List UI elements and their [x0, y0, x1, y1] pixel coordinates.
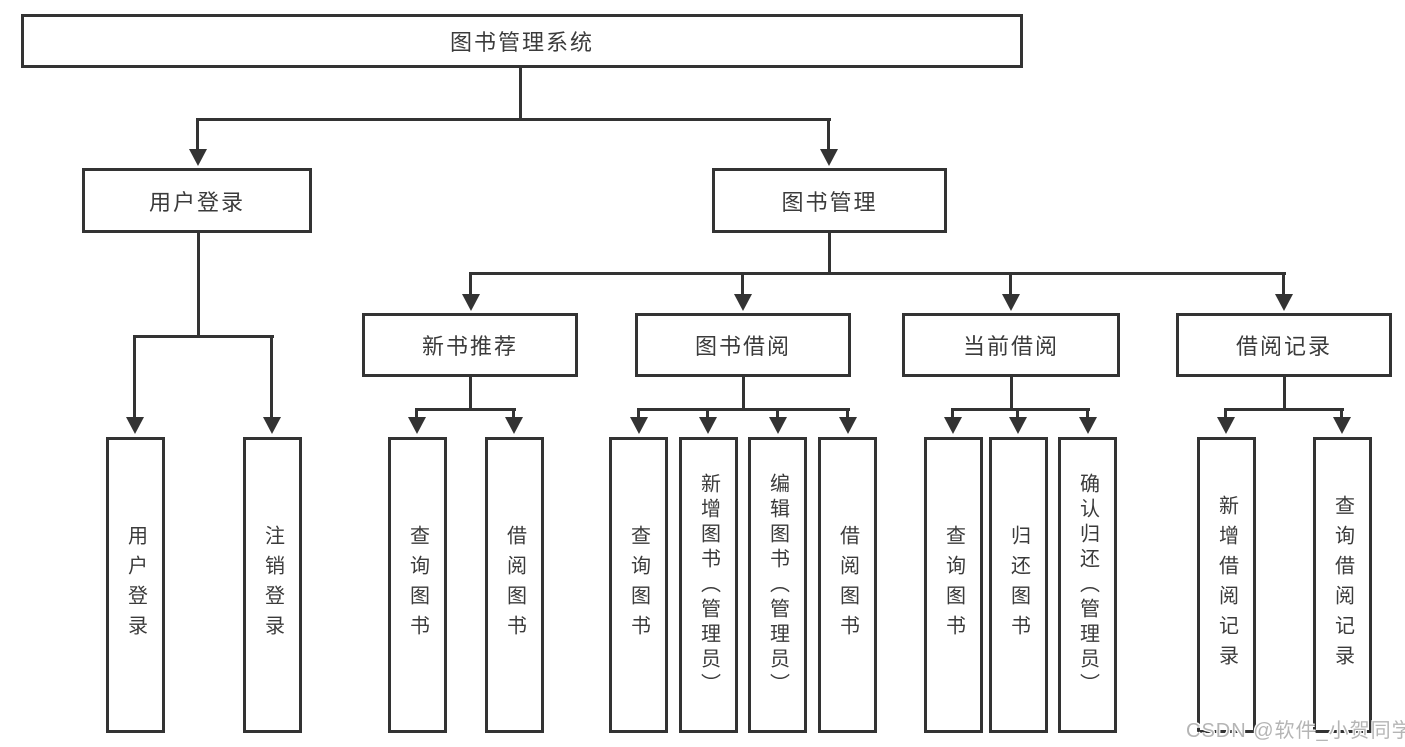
node-label: 借阅图书 [836, 525, 859, 645]
node-library-management-system: 图书管理系统 [21, 14, 1023, 68]
node-label: 归还图书 [1007, 525, 1030, 645]
node-label: 查询图书 [627, 525, 650, 645]
arrow-down-icon [408, 408, 426, 434]
arrow-down-icon [126, 335, 144, 434]
arrow-down-icon [839, 408, 857, 434]
node-label: 查询图书 [942, 525, 965, 645]
arrow-down-icon [505, 408, 523, 434]
arrow-down-icon [630, 408, 648, 434]
node-book-management: 图书管理 [712, 168, 947, 233]
node-label: 注销登录 [261, 525, 284, 645]
node-label: 图书管理系统 [449, 30, 594, 55]
node-label: 借阅记录 [1235, 334, 1332, 359]
node-query-books: 查询图书 [609, 437, 668, 733]
node-user-login: 用户登录 [82, 168, 312, 233]
node-query-books: 查询图书 [388, 437, 447, 733]
node-logout: 注销登录 [243, 437, 302, 733]
arrow-down-icon [734, 272, 752, 311]
node-borrow-books: 借阅图书 [485, 437, 544, 733]
arrow-down-icon [1079, 408, 1097, 434]
node-add-borrow-record: 新增借阅记录 [1197, 437, 1256, 733]
arrow-down-icon [769, 408, 787, 434]
watermark: CSDN @软件_小贺同学 [1186, 720, 1405, 742]
arrow-down-icon [944, 408, 962, 434]
node-return-books: 归还图书 [989, 437, 1048, 733]
node-label: 借阅图书 [503, 525, 526, 645]
arrow-down-icon [1217, 408, 1235, 434]
node-label: 新增图书（管理员） [697, 472, 720, 698]
connector-line [416, 408, 516, 411]
node-query-books: 查询图书 [924, 437, 983, 733]
arrow-down-icon [1009, 408, 1027, 434]
arrow-down-icon [820, 118, 838, 166]
node-label: 用户登录 [124, 525, 147, 645]
node-add-books-admin: 新增图书（管理员） [679, 437, 738, 733]
node-current-borrowing: 当前借阅 [902, 313, 1120, 377]
connector-line [469, 377, 472, 410]
connector-line [197, 118, 831, 121]
connector-line [470, 272, 1286, 275]
node-query-borrow-record: 查询借阅记录 [1313, 437, 1372, 733]
connector-line [828, 233, 831, 274]
connector-line [638, 408, 850, 411]
arrow-down-icon [1002, 272, 1020, 311]
arrow-down-icon [699, 408, 717, 434]
connector-line [742, 377, 745, 410]
arrow-down-icon [1275, 272, 1293, 311]
node-user-login-leaf: 用户登录 [106, 437, 165, 733]
node-label: 图书借阅 [694, 334, 791, 359]
node-label: 新增借阅记录 [1215, 495, 1238, 675]
node-label: 确认归还（管理员） [1076, 472, 1099, 698]
node-new-book-recommendation: 新书推荐 [362, 313, 578, 377]
connector-line [1225, 408, 1344, 411]
node-label: 编辑图书（管理员） [766, 472, 789, 698]
node-label: 新书推荐 [421, 334, 518, 359]
node-book-borrowing: 图书借阅 [635, 313, 851, 377]
node-label: 查询借阅记录 [1331, 495, 1354, 675]
node-label: 当前借阅 [962, 334, 1059, 359]
node-edit-books-admin: 编辑图书（管理员） [748, 437, 807, 733]
arrow-down-icon [263, 335, 281, 434]
node-label: 用户登录 [148, 189, 245, 215]
connector-line [134, 335, 274, 338]
node-confirm-return-admin: 确认归还（管理员） [1058, 437, 1117, 733]
arrow-down-icon [1333, 408, 1351, 434]
connector-line [1283, 377, 1286, 410]
node-borrowing-records: 借阅记录 [1176, 313, 1392, 377]
connector-line [952, 408, 1090, 411]
node-label: 图书管理 [781, 189, 878, 215]
arrow-down-icon [462, 272, 480, 311]
connector-line [519, 68, 522, 120]
node-borrow-books: 借阅图书 [818, 437, 877, 733]
connector-line [1010, 377, 1013, 410]
node-label: 查询图书 [406, 525, 429, 645]
connector-line [197, 233, 200, 337]
arrow-down-icon [189, 118, 207, 166]
